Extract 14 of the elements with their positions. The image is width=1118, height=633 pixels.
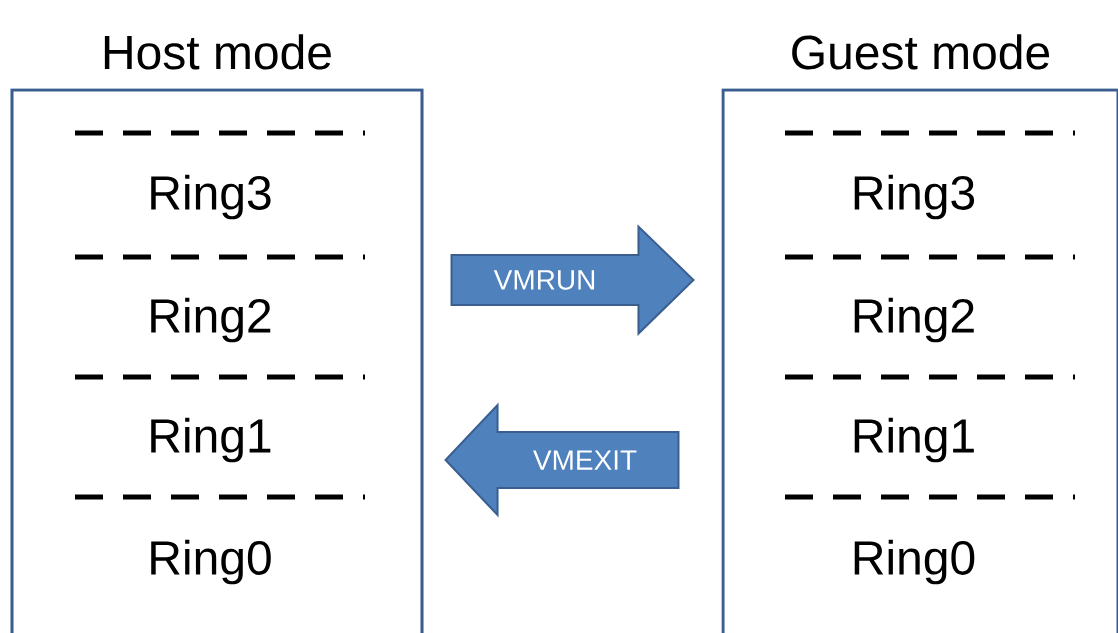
ring-label: Ring1	[151, 417, 271, 463]
node-label: Guest mode	[792, 34, 1050, 70]
ring-label: Ring3	[151, 174, 271, 220]
block-arrow	[444, 402, 680, 518]
ring-label: Ring2	[854, 297, 974, 343]
ring-label: Ring3	[854, 174, 975, 220]
ring-label: Ring0	[151, 539, 271, 585]
ring-label: Ring2	[151, 297, 271, 343]
edge-label: VMRUN	[493, 270, 595, 290]
node-label: Host mode	[104, 34, 331, 70]
block-arrow	[450, 224, 695, 336]
edge-label: VMEXIT	[533, 450, 637, 470]
ring-label: Ring0	[854, 539, 975, 585]
ring-label: Ring1	[854, 417, 974, 463]
